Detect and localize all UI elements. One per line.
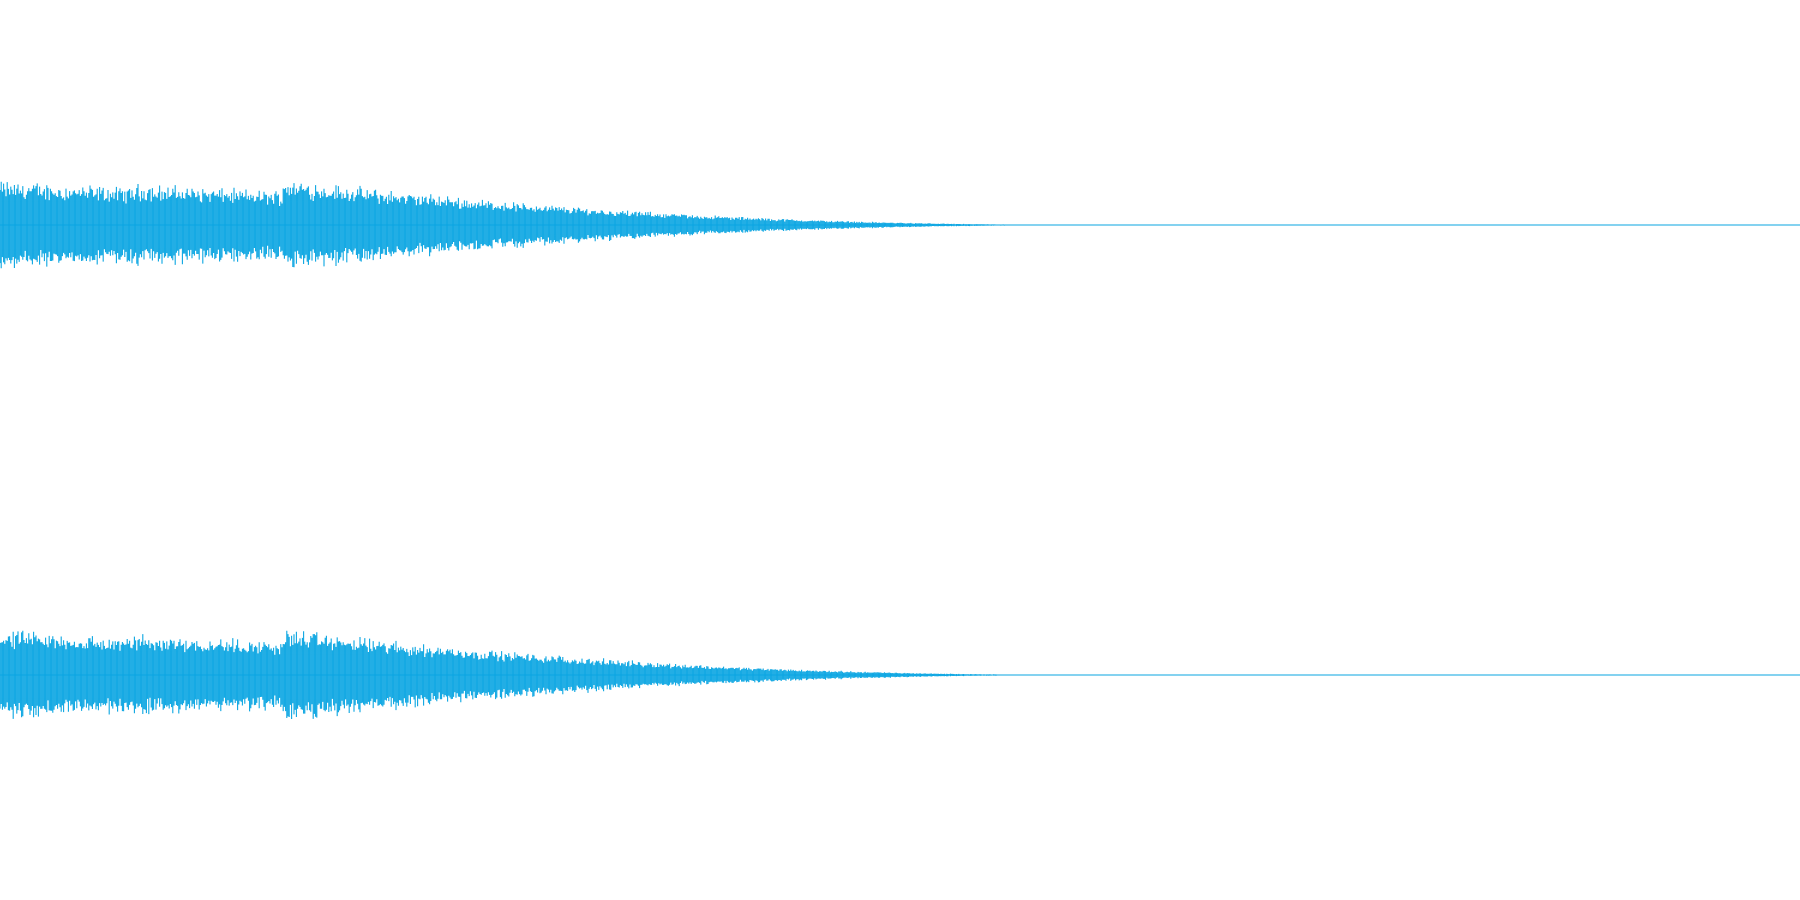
waveform-envelope (0, 181, 1067, 269)
waveform-envelope (0, 630, 1067, 719)
waveform-channel-1 (0, 181, 1800, 269)
waveform-channel-2 (0, 630, 1800, 719)
